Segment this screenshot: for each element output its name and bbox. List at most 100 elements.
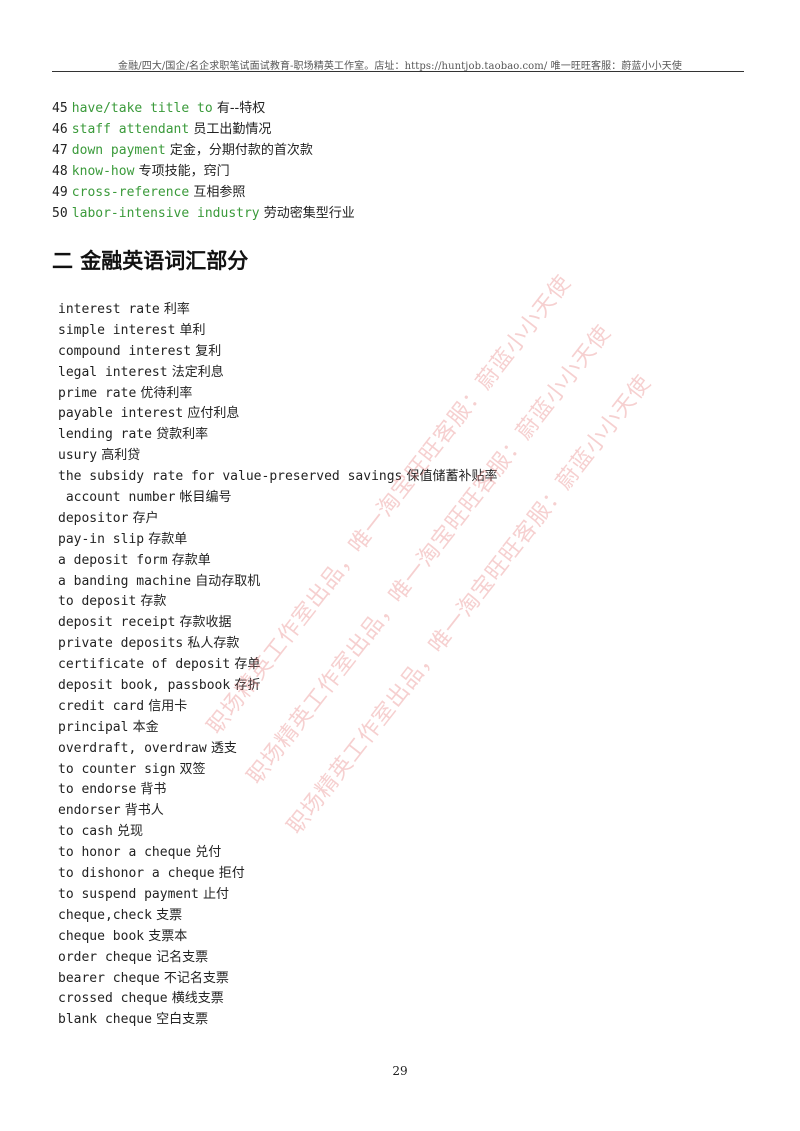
vocab-chinese: 私人存款 — [187, 636, 240, 652]
list-item: 48 know-how 专项技能，窍门 — [52, 161, 355, 182]
list-item: 49 cross-reference 互相参照 — [52, 182, 355, 203]
vocab-chinese: 兑付 — [195, 845, 222, 861]
vocab-english: prime rate — [58, 385, 137, 401]
vocab-item: private deposits 私人存款 — [58, 634, 498, 655]
vocab-chinese: 优待利率 — [140, 385, 193, 401]
term-english: down payment — [71, 143, 166, 158]
header-divider — [52, 71, 744, 72]
vocab-english: order cheque — [58, 949, 152, 965]
vocab-item: lending rate 贷款利率 — [58, 425, 498, 446]
vocab-item: legal interest 法定利息 — [58, 363, 498, 384]
vocab-chinese: 复利 — [195, 343, 222, 359]
vocab-chinese: 存款 — [140, 594, 167, 610]
vocab-item: to cash 兑现 — [58, 822, 498, 843]
vocab-chinese: 保值储蓄补贴率 — [406, 469, 498, 485]
vocab-english: endorser — [58, 803, 121, 819]
vocab-chinese: 贷款利率 — [156, 427, 209, 443]
vocab-item: to deposit 存款 — [58, 592, 498, 613]
vocab-english: crossed cheque — [58, 991, 168, 1007]
term-meaning: 互相参照 — [193, 185, 246, 200]
vocab-item: to dishonor a cheque 拒付 — [58, 864, 498, 885]
vocab-item: to counter sign 双签 — [58, 760, 498, 781]
vocab-english: private deposits — [58, 636, 184, 652]
vocab-item: bearer cheque 不记名支票 — [58, 969, 498, 990]
vocab-english: overdraft, overdraw — [58, 740, 207, 756]
vocab-english: simple interest — [58, 322, 176, 338]
vocab-english: depositor — [58, 510, 129, 526]
vocab-item: overdraft, overdraw 透支 — [58, 739, 498, 760]
vocab-item: deposit receipt 存款收据 — [58, 613, 498, 634]
vocab-item: crossed cheque 横线支票 — [58, 989, 498, 1010]
vocab-english: to deposit — [58, 594, 137, 610]
list-item: 46 staff attendant 员工出勤情况 — [52, 119, 355, 140]
vocab-item: interest rate 利率 — [58, 300, 498, 321]
page-header: 金融/四大/国企/名企求职笔试面试教育-职场精英工作室。店址：https://h… — [118, 61, 682, 72]
vocab-english: cheque,check — [58, 907, 152, 923]
item-number: 50 — [52, 206, 68, 221]
vocab-chinese: 存款单 — [148, 531, 188, 547]
vocab-item: credit card 信用卡 — [58, 697, 498, 718]
vocab-english: payable interest — [58, 406, 184, 422]
item-number: 47 — [52, 143, 68, 158]
vocab-english: to counter sign — [58, 761, 176, 777]
vocab-item: to honor a cheque 兑付 — [58, 843, 498, 864]
term-english: have/take title to — [71, 101, 213, 116]
term-english: know-how — [71, 164, 135, 179]
term-meaning: 专项技能，窍门 — [138, 164, 230, 179]
term-meaning: 有--特权 — [216, 101, 266, 116]
vocab-english: lending rate — [58, 427, 152, 443]
vocab-item: principal 本金 — [58, 718, 498, 739]
vocab-chinese: 法定利息 — [171, 364, 224, 380]
vocab-item: blank cheque 空白支票 — [58, 1010, 498, 1031]
vocab-item: account number 帐目编号 — [58, 488, 498, 509]
vocab-english: usury — [58, 448, 98, 464]
vocab-item: deposit book, passbook 存折 — [58, 676, 498, 697]
vocab-chinese: 透支 — [210, 740, 237, 756]
vocab-item: cheque,check 支票 — [58, 906, 498, 927]
vocab-item: to endorse 背书 — [58, 780, 498, 801]
vocab-chinese: 自动存取机 — [195, 573, 261, 589]
vocab-item: simple interest 单利 — [58, 321, 498, 342]
vocab-item: the subsidy rate for value-preserved sav… — [58, 467, 498, 488]
vocab-chinese: 存款单 — [171, 552, 211, 568]
vocab-chinese: 支票 — [156, 907, 183, 923]
vocab-item: cheque book 支票本 — [58, 927, 498, 948]
vocab-item: certificate of deposit 存单 — [58, 655, 498, 676]
vocab-chinese: 帐目编号 — [179, 490, 232, 506]
vocab-english: to dishonor a cheque — [58, 866, 215, 882]
vocab-item: a banding machine 自动存取机 — [58, 572, 498, 593]
vocab-english: deposit receipt — [58, 615, 176, 631]
vocab-item: depositor 存户 — [58, 509, 498, 530]
vocab-english: bearer cheque — [58, 970, 160, 986]
vocab-item: order cheque 记名支票 — [58, 948, 498, 969]
vocab-chinese: 横线支票 — [171, 991, 224, 1007]
vocab-english: interest rate — [58, 302, 160, 317]
vocab-english: deposit book, passbook — [58, 678, 231, 694]
vocab-chinese: 存户 — [132, 510, 159, 526]
vocab-chinese: 记名支票 — [156, 949, 209, 965]
vocab-chinese: 背书人 — [124, 803, 164, 819]
vocab-english: to suspend payment — [58, 886, 199, 902]
vocab-chinese: 支票本 — [148, 928, 188, 944]
vocab-chinese: 背书 — [140, 782, 167, 798]
vocab-english: account number — [58, 490, 176, 506]
vocab-chinese: 存款收据 — [179, 615, 232, 631]
vocab-english: a banding machine — [58, 573, 192, 589]
vocab-chinese: 本金 — [132, 719, 159, 735]
term-english: cross-reference — [71, 185, 190, 200]
vocab-chinese: 止付 — [203, 886, 230, 902]
vocab-item: compound interest 复利 — [58, 342, 498, 363]
vocab-english: to endorse — [58, 782, 137, 798]
vocab-chinese: 高利贷 — [101, 448, 141, 464]
vocab-english: the subsidy rate for value-preserved sav… — [58, 469, 403, 485]
page-number: 29 — [392, 1064, 408, 1078]
section-heading: 二 金融英语词汇部分 — [52, 249, 249, 273]
term-english: staff attendant — [71, 122, 190, 137]
vocab-english: to cash — [58, 824, 113, 840]
list-item: 50 labor-intensive industry 劳动密集型行业 — [52, 203, 355, 224]
item-number: 46 — [52, 122, 68, 137]
term-meaning: 员工出勤情况 — [193, 122, 272, 137]
vocab-chinese: 兑现 — [116, 824, 143, 840]
vocab-chinese: 利率 — [163, 302, 190, 317]
